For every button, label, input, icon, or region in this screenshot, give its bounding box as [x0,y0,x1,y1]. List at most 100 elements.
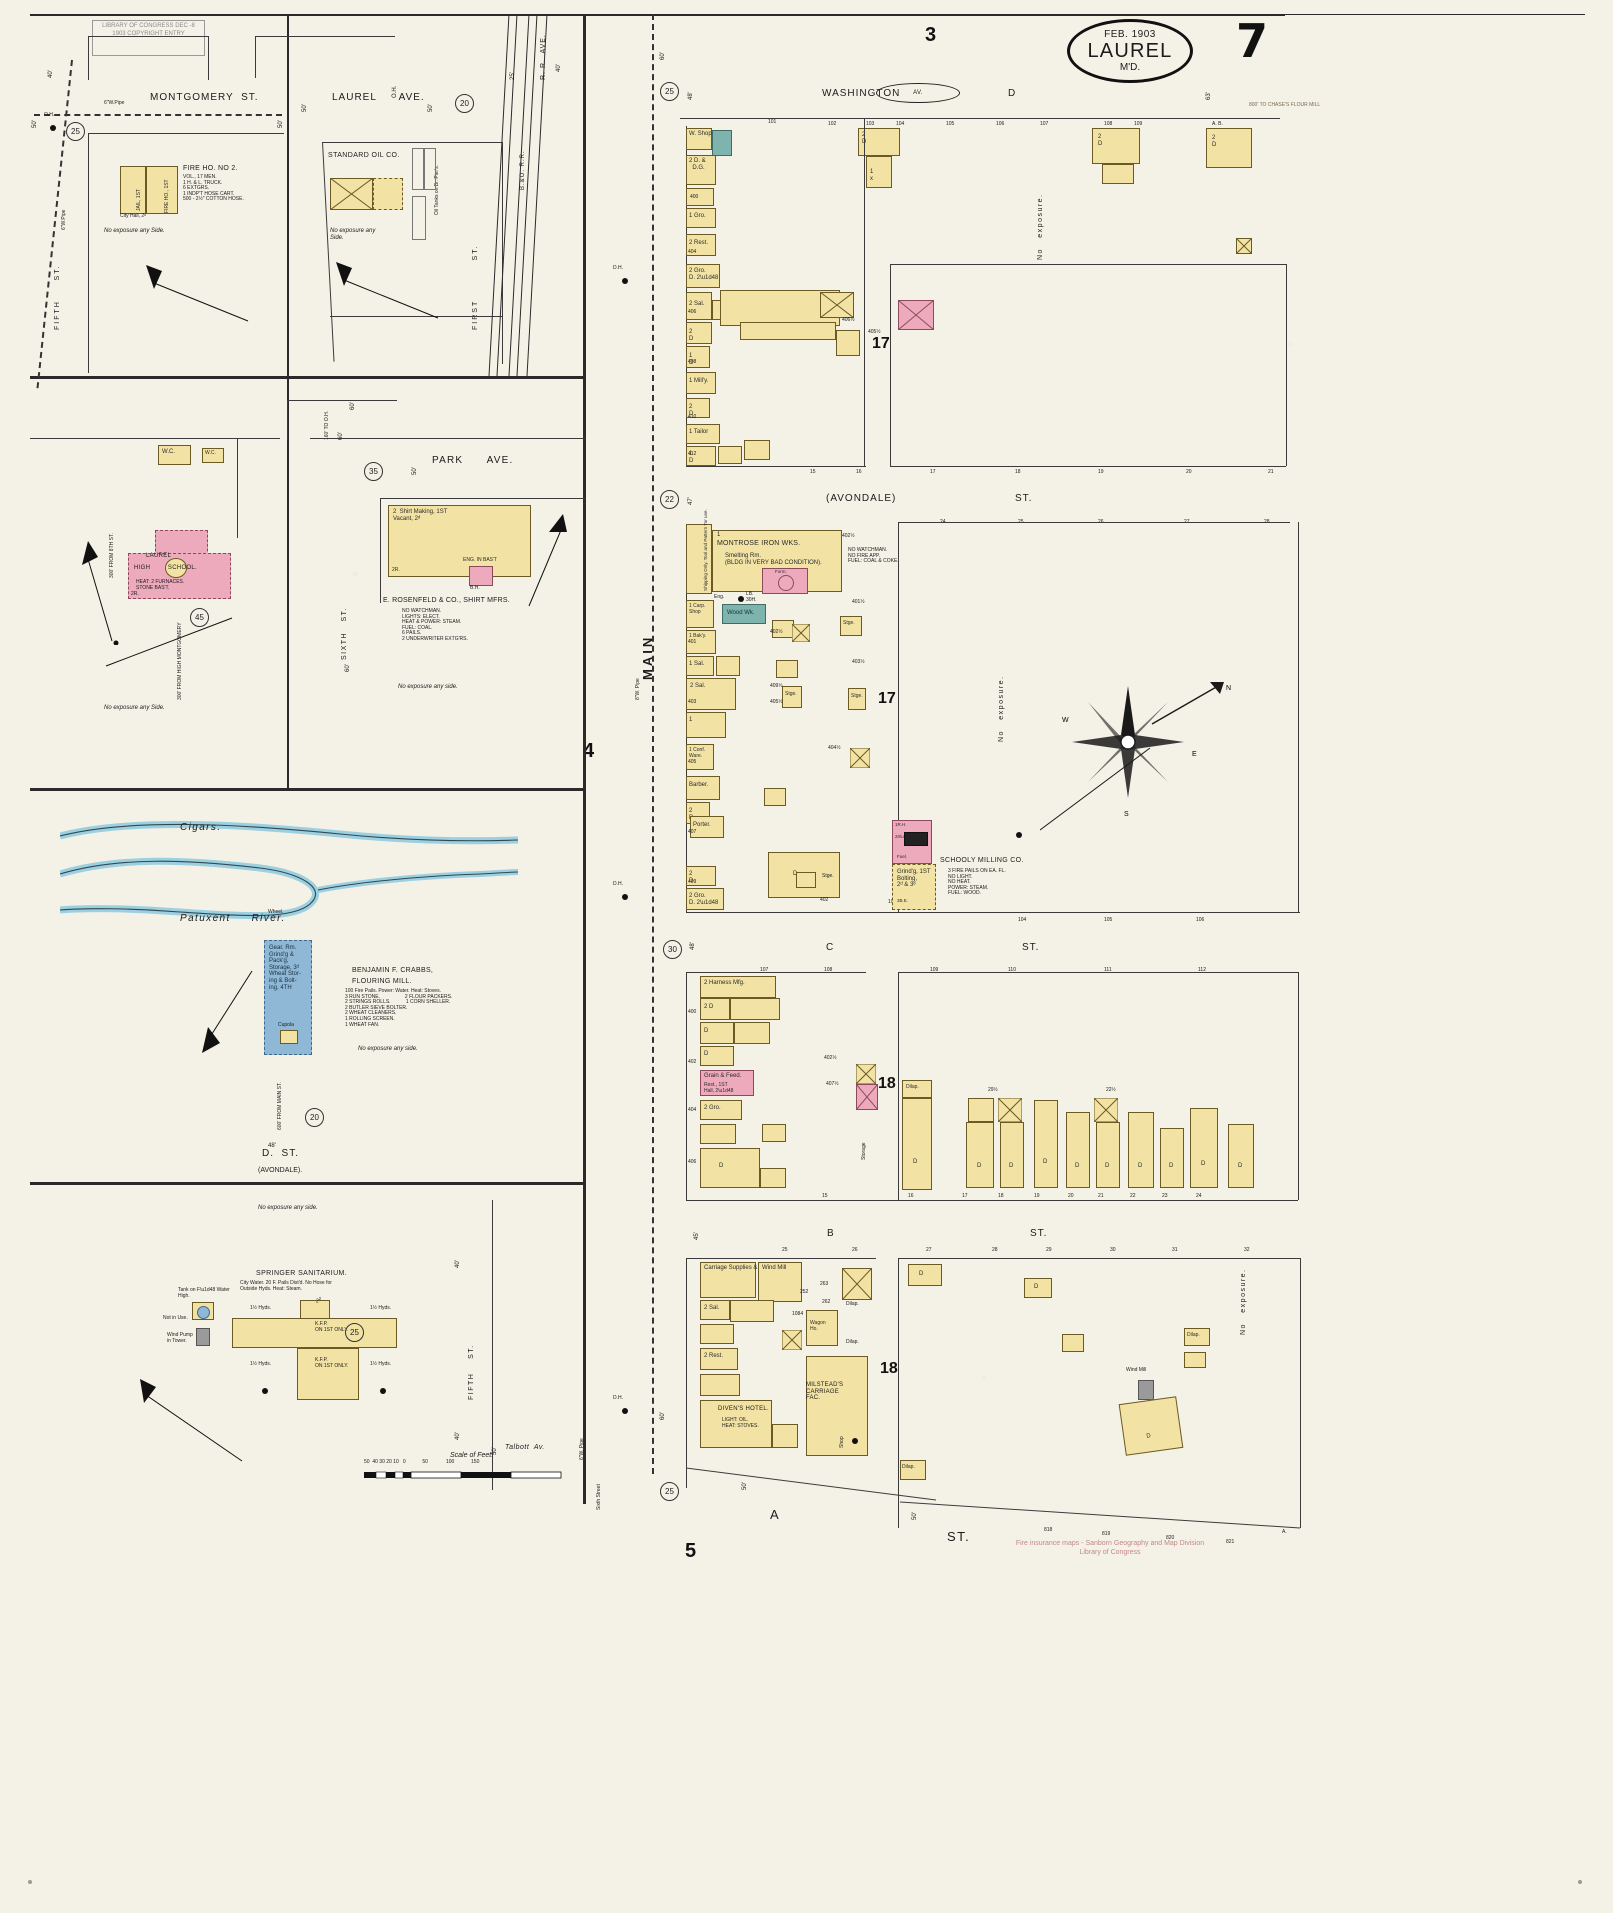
svg-text:N: N [1226,685,1231,692]
building-b-e10: D [1128,1112,1154,1188]
building-b-1: 2 D [700,998,730,1020]
label-schooly-detail: 3 FIRE PAILS ON EA. FL. NO LIGHT. NO HEA… [948,868,1006,897]
page-corner-mark-1 [28,1880,32,1884]
label-city-hall: City Hall, 2ᵈ [120,213,147,219]
scale-tick-labels: 50 40 30 20 10 0 50 100 150 [364,1459,480,1465]
label-montrose-detail: NO WATCHMAN. NO FIRE APP. FUEL: COAL & C… [848,547,899,565]
building-schooly-mill: Grind'g, 1ST Bolting, 2ᵈ & 3ᵈ 3B.E. [892,864,936,910]
building-b-4 [734,1022,770,1044]
dim-60-park-2: 60' [350,402,356,410]
building-d-20 [836,330,860,356]
building-b-e3: D [966,1122,994,1188]
library-stamp-text: LIBRARY OF CONGRESS DEC -8 1903 COPYRIGH… [102,23,195,37]
label-fire-house-title: FIRE HO. NO 2. [183,165,238,172]
building-rosenfeld-boiler [469,566,493,586]
building-b-brick-hatch [855,1083,879,1115]
label-springer-hyd4: 1½ Hyds. [370,1361,392,1367]
street-label-avondale-wrap: AV. [876,83,960,103]
dim-25-rr: 25' [510,72,516,80]
building-c-15: Porter. [690,816,724,838]
tank-label-box-1 [412,148,424,190]
building-b-e2 [968,1098,994,1122]
label-springer-hyd1: 1½ Hyds. [250,1305,272,1311]
building-c-5 [716,656,740,676]
building-rosenfeld-main: 2 Shirt Making, 1ST Vacant, 2ᵈ ENG. IN B… [388,505,531,577]
label-high-school-height: 2R. [131,591,139,597]
note-to-flour-mill: 800' TO CHASE'S FLOUR MILL [1249,102,1321,108]
top-border-rule [30,14,1285,16]
dim-50-laurel-r: 50' [428,104,434,112]
label-pipe-bottom: 6"W. Pipe [579,1438,585,1460]
building-fire-house-label: FIRE HO., 1ST [164,179,170,213]
main-dh-1: D.H. [613,265,623,271]
note-no-exposure-v2: No exposure. [998,675,1005,742]
building-d-3 [686,188,714,206]
building-b-9 [760,1168,786,1188]
building-d-16 [744,440,770,460]
label-sixth-street-bottom: Sixth Street [596,1484,602,1510]
street-label-d-st-left: D. ST. [262,1148,300,1159]
street-label-avondale-left: (AVONDALE). [258,1167,303,1174]
milstead-dot [852,1438,858,1444]
street-label-avondale: AV. [913,89,923,96]
building-c-13 [764,788,786,806]
building-b-e11: D [1160,1128,1184,1188]
building-c-7: 1 Conf.Ware. [686,744,714,770]
block-number-17b: 17 [878,690,896,707]
building-c-14: 1 [686,712,726,738]
label-wind-mill: Wind Mill [1126,1367,1147,1373]
street-label-washington: A [770,1507,781,1522]
tank-label-box-3 [412,196,426,240]
dim-50-park: 50' [412,467,418,475]
building-b-e9: D [1096,1122,1120,1188]
hydrant-circle-20: 20 [455,94,474,113]
building-d-24 [1102,164,1134,184]
main-street-water-pipe [652,14,654,1474]
main-dot-3 [622,1408,628,1414]
building-b-e5: D [1000,1122,1024,1188]
sheet-number: 7 [1236,14,1269,68]
building-c-8: Barber. [686,776,720,800]
pipe-label-montgomery: 6"W.Pipe [104,100,125,106]
main-dot-1 [622,278,628,284]
street-label-main: MAIN [640,634,655,680]
dim-47-c: 47' [688,497,694,505]
building-b-10 [762,1124,786,1142]
direction-arrow-6 [130,1375,250,1465]
title-state: M'D. [1119,62,1141,74]
dim-to-oh: 160' TO O.H. [324,410,330,440]
label-standard-oil: STANDARD OIL CO. [328,152,400,159]
dim-50-wash: 50' [742,1482,748,1490]
dim-50-left: 50' [32,120,38,128]
label-montrose-title: MONTROSE IRON WKS. [717,540,801,547]
pipe-label-fifth: 6"W.Pipe [61,209,67,230]
main-dh-3: D.H. [613,1395,623,1401]
building-d-5: 2 Rest. [686,234,716,256]
label-divens-hotel: DIVEN'S HOTEL. [718,1406,770,1412]
building-b-3: D [700,1022,734,1044]
building-a-e4: Dilap. [1184,1328,1210,1346]
building-a-4: 2 Rest. [700,1348,738,1370]
building-fire-house: FIRE HO., 1ST [146,166,178,214]
street-label-first: FIRST ST. [472,244,479,330]
street-label-d: WASHINGTON [822,88,901,99]
building-c-4: 1 Sal. [686,656,714,676]
building-harness: 2 Harness Mfg. [700,976,776,998]
washington-ave-edge [685,1466,937,1506]
street-label-montgomery: MONTGOMERY ST. [150,92,259,103]
label-grain-feed: Wind Mill [762,1265,787,1271]
label-high-school-2: HIGH SCHOOL. [134,565,198,571]
building-d-19-hatch [819,291,855,323]
compass-rose: N E W S [1039,680,1240,840]
building-wc-1-label: W.C. [162,449,175,455]
hydrant-circle-25b: 25 [345,1323,364,1342]
building-d-18 [740,322,836,340]
building-b-7 [700,1124,736,1144]
label-springer-kfp2: K.F.P.ON 1ST ONLY. [315,1357,349,1369]
page-corner-mark-2 [1578,1880,1582,1884]
direction-arrow-5 [190,965,260,1060]
